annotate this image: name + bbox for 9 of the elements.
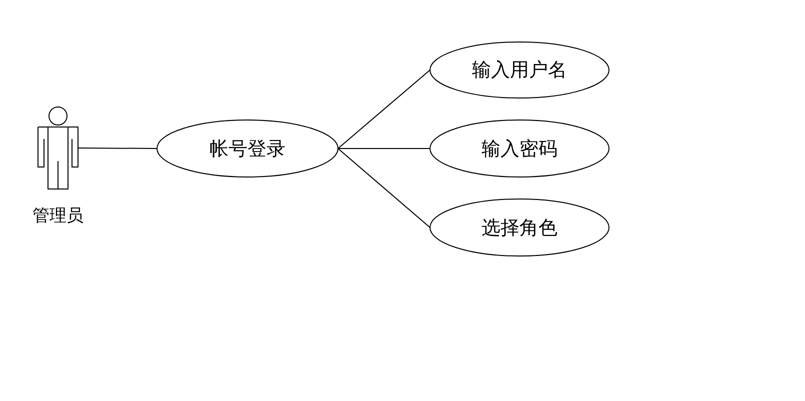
use-case-label: 选择角色 (482, 216, 558, 240)
use-case-label: 帐号登录 (210, 136, 286, 162)
association-line (338, 148, 430, 149)
association-line (78, 148, 158, 149)
association-line (338, 148, 430, 228)
actor-label: 管理员 (32, 205, 84, 227)
association-line (338, 70, 430, 149)
use-case-label: 输入密码 (482, 136, 558, 162)
use-case-label: 输入用户名 (472, 58, 567, 83)
